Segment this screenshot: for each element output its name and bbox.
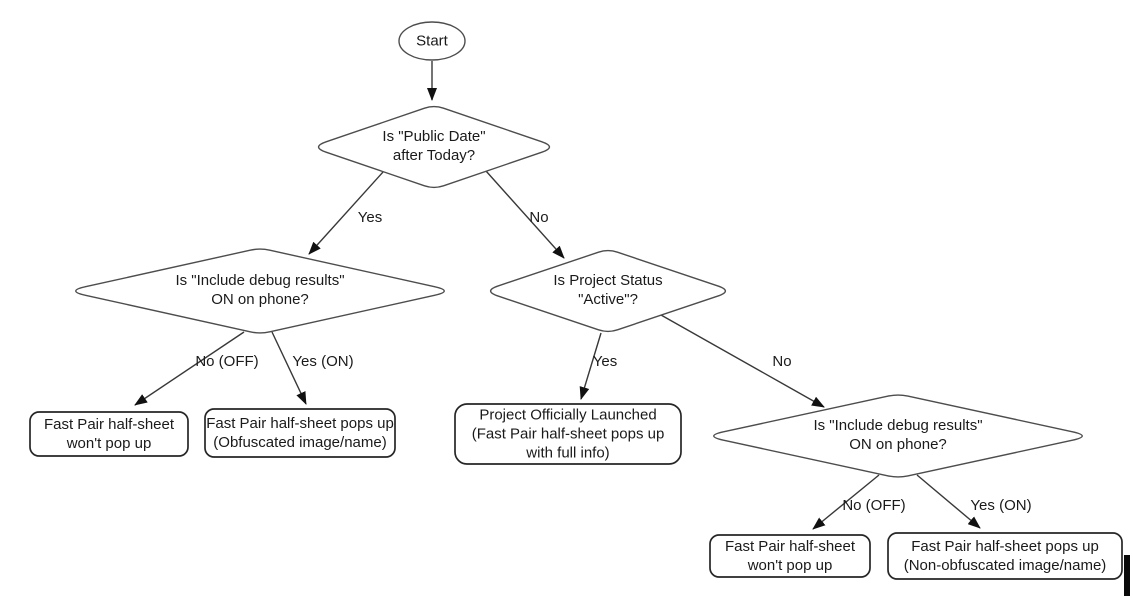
outcome-launched-label: Project Officially Launched (Fast Pair h… xyxy=(471,406,665,462)
outcome-non-obfuscated-label: Fast Pair half-sheet pops up (Non-obfusc… xyxy=(903,538,1107,574)
decision-debug-right-shape xyxy=(713,394,1083,478)
edge-debug-left-yes xyxy=(271,331,307,405)
start-node-label: Start xyxy=(416,32,448,50)
edge-status-yes xyxy=(579,332,602,400)
edge-label-debug-right-yes: Yes (ON) xyxy=(970,497,1032,514)
edge-status-no xyxy=(660,314,825,408)
edge-label-debug-left-yes: Yes (ON) xyxy=(292,353,354,370)
edge-label-debug-right-no: No (OFF) xyxy=(842,497,906,514)
decision-project-status-shape xyxy=(489,249,727,333)
decision-public-date-label: Is "Public Date" after Today? xyxy=(382,128,486,164)
outcome-launched-shape xyxy=(454,403,682,465)
edge-label-status-yes: Yes xyxy=(592,353,618,370)
edge-debug-right-yes xyxy=(916,474,981,529)
edge-label-debug-left-no: No (OFF) xyxy=(195,353,259,370)
start-node-shape xyxy=(398,21,466,61)
edge-debug-left-no xyxy=(134,331,245,406)
decision-debug-left-label: Is "Include debug results" ON on phone? xyxy=(175,272,345,308)
outcome-no-popup-right-label: Fast Pair half-sheet won't pop up xyxy=(724,538,856,574)
outcome-no-popup-right-shape xyxy=(709,534,871,578)
decision-debug-right-label: Is "Include debug results" ON on phone? xyxy=(813,417,983,453)
edge-public-date-yes xyxy=(308,171,384,255)
decision-debug-left-shape xyxy=(75,248,445,334)
edge-public-date-no xyxy=(485,170,565,259)
decision-public-date-shape xyxy=(317,105,551,189)
edge-label-public-date-yes: Yes xyxy=(357,209,383,226)
outcome-obfuscated-label: Fast Pair half-sheet pops up (Obfuscated… xyxy=(206,415,394,451)
edge-debug-right-no xyxy=(812,474,880,530)
outcome-non-obfuscated-shape xyxy=(887,532,1123,580)
edge-label-public-date-no: No xyxy=(529,209,549,226)
text-cursor xyxy=(1124,555,1130,596)
outcome-no-popup-left-shape xyxy=(29,411,189,457)
edge-label-status-no: No xyxy=(772,353,792,370)
decision-project-status-label: Is Project Status "Active"? xyxy=(553,272,663,308)
outcome-no-popup-left-label: Fast Pair half-sheet won't pop up xyxy=(43,416,175,452)
outcome-obfuscated-shape xyxy=(204,408,396,458)
